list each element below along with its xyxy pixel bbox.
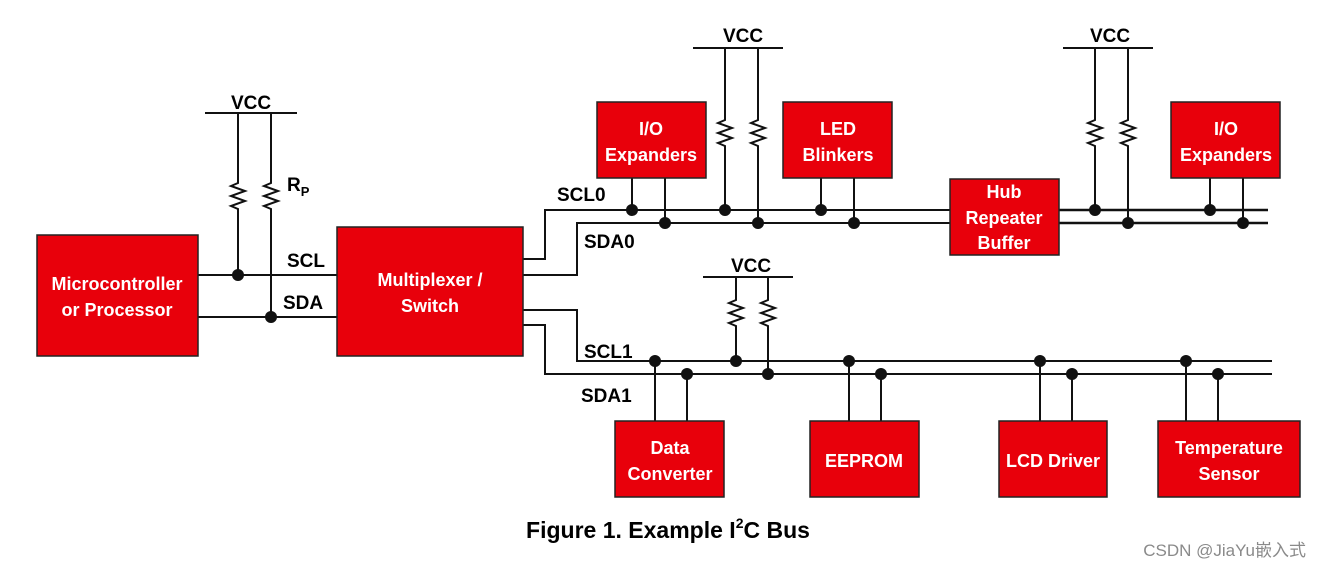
pullup-resistor-scl0-hub (1085, 48, 1105, 210)
vcc-label: VCC (731, 256, 771, 277)
block-multiplexer: Multiplexer / Switch (336, 226, 524, 357)
block-label-line: I/O (639, 119, 663, 139)
pullup-resistor-scl0 (715, 48, 735, 210)
block-lcd-driver: LCD Driver (998, 420, 1108, 498)
watermark: CSDN @JiaYu嵌入式 (1143, 541, 1306, 560)
block-label-line: Switch (401, 296, 459, 316)
block-label-line: Sensor (1198, 464, 1259, 484)
scl1-line (523, 309, 1272, 362)
pullup-resistor-sda (261, 113, 281, 317)
pullup-resistor-sda0 (748, 48, 768, 223)
sda-label: SDA (283, 293, 323, 314)
block-label-line: LED (820, 119, 856, 139)
junction-dot (265, 311, 277, 323)
block-label-line: Hub (987, 182, 1022, 202)
junction-dot (719, 204, 731, 216)
junction-dot (762, 368, 774, 380)
junction-dot (752, 217, 764, 229)
scl0-label: SCL0 (557, 185, 606, 206)
sda0-label: SDA0 (584, 232, 635, 253)
vcc-label: VCC (723, 26, 763, 47)
junction-dot (1034, 355, 1046, 367)
junction-dot (232, 269, 244, 281)
pullup-resistor-scl1 (726, 277, 746, 361)
junction-dot (1089, 204, 1101, 216)
block-led-blinkers: LED Blinkers (782, 101, 893, 179)
junctions (232, 204, 1249, 380)
pullup-resistor-sda1 (758, 277, 778, 374)
block-io-expanders-2: I/O Expanders (1170, 101, 1281, 179)
block-label-line: Blinkers (802, 145, 873, 165)
pullup-resistor-scl (228, 113, 248, 275)
junction-dot (1204, 204, 1216, 216)
block-label-line: Converter (627, 464, 712, 484)
junction-dot (730, 355, 742, 367)
scl1-label: SCL1 (584, 342, 633, 363)
block-label-line: Expanders (605, 145, 697, 165)
block-label-line: LCD Driver (1006, 451, 1100, 471)
sda1-line (523, 324, 1272, 375)
block-label-line: Repeater (965, 208, 1042, 228)
rp-label: RP (287, 175, 310, 199)
figure-caption: Figure 1. Example I2C Bus (526, 515, 810, 543)
block-data-converter: Data Converter (614, 420, 725, 498)
junction-dot (1237, 217, 1249, 229)
block-eeprom: EEPROM (809, 420, 920, 498)
block-microcontroller: Microcontroller or Processor (36, 234, 199, 357)
block-label-line: I/O (1214, 119, 1238, 139)
block-label-line: Expanders (1180, 145, 1272, 165)
block-label-line: Buffer (978, 233, 1031, 253)
block-io-expanders-1: I/O Expanders (596, 101, 707, 179)
scl0-line (523, 209, 950, 260)
junction-dot (1212, 368, 1224, 380)
junction-dot (848, 217, 860, 229)
sda1-label: SDA1 (581, 386, 632, 407)
junction-dot (815, 204, 827, 216)
block-hub-repeater-buffer: Hub Repeater Buffer (949, 178, 1060, 256)
vcc-label: VCC (1090, 26, 1130, 47)
junction-dot (875, 368, 887, 380)
junction-dot (649, 355, 661, 367)
junction-dot (1122, 217, 1134, 229)
labels: VCC VCC VCC VCC RP SCL SDA SCL0 SDA0 SCL… (231, 26, 1130, 407)
junction-dot (681, 368, 693, 380)
junction-dot (1066, 368, 1078, 380)
block-temperature-sensor: Temperature Sensor (1157, 420, 1301, 498)
pullup-resistor-sda0-hub (1118, 48, 1138, 223)
vcc-label: VCC (231, 93, 271, 114)
block-label-line: Multiplexer / (377, 270, 482, 290)
block-label-line: Data (650, 438, 690, 458)
junction-dot (843, 355, 855, 367)
block-label-line: Temperature (1175, 438, 1283, 458)
junction-dot (659, 217, 671, 229)
block-label-line: EEPROM (825, 451, 903, 471)
block-label-line: Microcontroller (51, 274, 182, 294)
scl-label: SCL (287, 251, 325, 272)
block-label-line: or Processor (61, 300, 172, 320)
junction-dot (1180, 355, 1192, 367)
junction-dot (626, 204, 638, 216)
